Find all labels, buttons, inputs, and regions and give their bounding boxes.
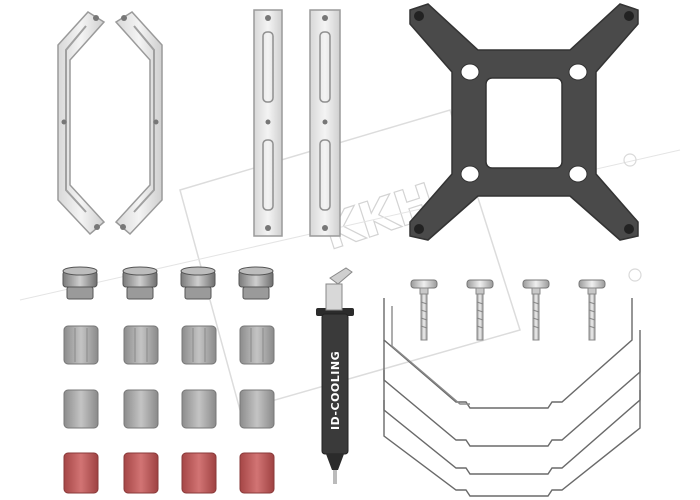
knurled-nuts <box>62 266 274 300</box>
wire-clip <box>391 306 470 405</box>
mounting-screw <box>578 279 606 341</box>
mounting-screw <box>466 279 494 341</box>
wire-clip <box>383 298 633 409</box>
plain-spacers <box>63 389 275 429</box>
grooved-spacers <box>63 325 275 365</box>
red-spacers <box>63 452 275 494</box>
plain-spacer <box>63 389 99 429</box>
thermal-paste-syringe: ID-COOLING <box>316 267 354 484</box>
red-spacer <box>63 452 99 494</box>
red-spacer <box>239 452 275 494</box>
syringe-brand-label: ID-COOLING <box>329 351 342 430</box>
plain-spacer <box>239 389 275 429</box>
wire-clip <box>383 330 641 447</box>
curved-bracket-right <box>114 11 163 236</box>
red-spacer <box>181 452 217 494</box>
backplate <box>409 3 639 241</box>
wire-clip <box>383 360 641 475</box>
plain-spacer <box>181 389 217 429</box>
grooved-spacer <box>123 325 159 365</box>
mounting-screws <box>410 279 606 341</box>
wire-clip <box>383 390 641 497</box>
grooved-spacer <box>63 325 99 365</box>
knurled-nut <box>122 266 158 300</box>
red-spacer <box>123 452 159 494</box>
mounting-screw <box>522 279 550 341</box>
plain-spacer <box>123 389 159 429</box>
knurled-nut <box>62 266 98 300</box>
straight-bracket-right <box>309 9 341 237</box>
curved-bracket-left <box>57 11 106 236</box>
knurled-nut <box>238 266 274 300</box>
grooved-spacer <box>239 325 275 365</box>
mounting-screw <box>410 279 438 341</box>
grooved-spacer <box>181 325 217 365</box>
knurled-nut <box>180 266 216 300</box>
wire-clips <box>383 298 641 497</box>
straight-bracket-left <box>253 9 283 237</box>
